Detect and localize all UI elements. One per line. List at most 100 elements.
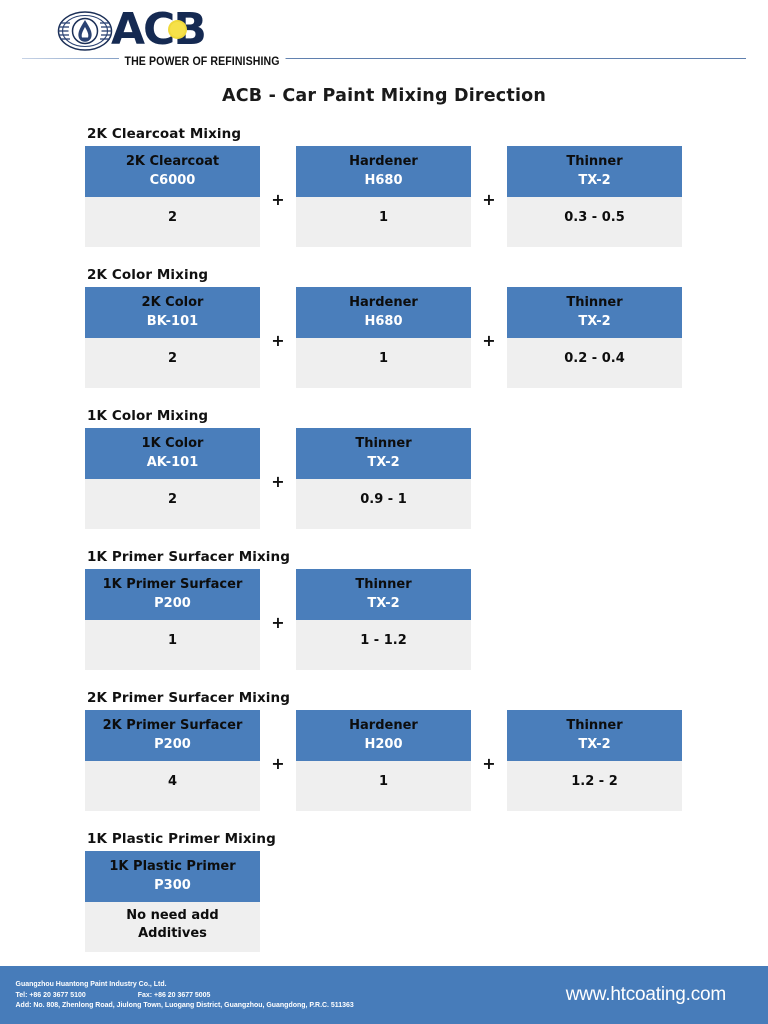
plus-separator-icon: + <box>482 331 496 350</box>
card-row: 2K Primer Surfacer P200 4 + Hardener H20… <box>85 710 768 811</box>
card-ratio-value: 1 <box>167 633 178 648</box>
card-product-code: C6000 <box>149 173 196 188</box>
mix-card: Thinner TX-2 0.2 - 0.4 <box>507 287 682 388</box>
section-title: 1K Plastic Primer Mixing <box>87 831 276 847</box>
card-product-code: TX-2 <box>578 737 611 752</box>
card-product-name: Thinner <box>566 295 623 310</box>
plus-separator-icon: + <box>271 331 285 350</box>
footer-fax: Fax: +86 20 3677 5005 <box>137 989 211 999</box>
footer-website[interactable]: www.htcoating.com <box>565 984 726 1005</box>
card-product-name: 1K Primer Surfacer <box>102 577 243 592</box>
card-body: 2 <box>85 338 260 388</box>
card-body: 0.3 - 0.5 <box>507 197 682 247</box>
card-product-code: P200 <box>154 737 191 752</box>
card-product-name: Thinner <box>355 577 412 592</box>
card-ratio-value: 1 - 1.2 <box>360 633 407 648</box>
card-header: 2K Color BK-101 <box>85 287 260 338</box>
card-ratio-value-line2: Additives <box>138 926 207 941</box>
section-1k-color-mixing: 1K Color Mixing 1K Color AK-101 2 + Thin… <box>85 408 768 529</box>
card-product-code: H680 <box>364 314 403 329</box>
mix-card: Thinner TX-2 0.3 - 0.5 <box>507 146 682 247</box>
footer-company-name: Guangzhou Huantong Paint Industry Co., L… <box>15 979 167 989</box>
card-header: Hardener H680 <box>296 287 471 338</box>
logo-yellow-dot-icon <box>170 22 185 37</box>
card-ratio-value: 4 <box>167 774 178 789</box>
card-product-name: Hardener <box>349 295 418 310</box>
card-product-code: H680 <box>364 173 403 188</box>
card-row: 1K Plastic Primer P300 No need add Addit… <box>85 851 768 952</box>
mix-card: Thinner TX-2 1 - 1.2 <box>296 569 471 670</box>
card-body: 4 <box>85 761 260 811</box>
mix-card: 2K Clearcoat C6000 2 <box>85 146 260 247</box>
card-body: No need add Additives <box>85 902 260 952</box>
card-ratio-value: 1.2 - 2 <box>571 774 618 789</box>
card-row: 2K Color BK-101 2 + Hardener H680 1 + <box>85 287 768 388</box>
section-1k-plastic-primer-mixing: 1K Plastic Primer Mixing 1K Plastic Prim… <box>85 831 768 952</box>
card-body: 1 - 1.2 <box>296 620 471 670</box>
card-product-code: TX-2 <box>578 173 611 188</box>
card-header: Thinner TX-2 <box>507 710 682 761</box>
card-ratio-value: 0.3 - 0.5 <box>564 210 625 225</box>
plus-separator-icon: + <box>482 754 496 773</box>
card-product-code: TX-2 <box>578 314 611 329</box>
footer-phone-line: Tel: +86 20 3677 5100 Fax: +86 20 3677 5… <box>16 990 549 1001</box>
card-body: 2 <box>85 197 260 247</box>
page-title: ACB - Car Paint Mixing Direction <box>221 86 547 106</box>
card-body: 1.2 - 2 <box>507 761 682 811</box>
card-ratio-value: 0.9 - 1 <box>360 492 407 507</box>
header-divider-rule <box>22 58 746 59</box>
card-body: 1 <box>296 761 471 811</box>
card-product-name: 2K Clearcoat <box>125 154 220 169</box>
card-header: 1K Color AK-101 <box>85 428 260 479</box>
card-row: 2K Clearcoat C6000 2 + Hardener H680 1 + <box>85 146 768 247</box>
card-ratio-value: 0.2 - 0.4 <box>564 351 625 366</box>
section-title: 2K Clearcoat Mixing <box>87 126 242 142</box>
footer-address: Add: No. 808, Zhenlong Road, Jiulong Tow… <box>15 1000 354 1010</box>
card-product-name: 1K Plastic Primer <box>109 859 236 874</box>
card-product-code: TX-2 <box>367 455 400 470</box>
plus-separator-icon: + <box>271 190 285 209</box>
mix-card: Hardener H680 1 <box>296 287 471 388</box>
card-ratio-value: 2 <box>167 210 178 225</box>
card-product-name: Thinner <box>566 154 623 169</box>
card-product-name: Thinner <box>566 718 623 733</box>
logo-tagline: THE POWER OF REFINISHING <box>119 56 286 68</box>
footer-contact-block: Guangzhou Huantong Paint Industry Co., L… <box>0 979 549 1011</box>
card-product-code: P200 <box>154 596 191 611</box>
section-title: 1K Color Mixing <box>87 408 209 424</box>
acb-emblem-icon <box>57 11 113 51</box>
mix-card: 1K Plastic Primer P300 No need add Addit… <box>85 851 260 952</box>
card-header: Thinner TX-2 <box>296 428 471 479</box>
mix-card: 2K Color BK-101 2 <box>85 287 260 388</box>
card-header: Hardener H680 <box>296 146 471 197</box>
mixing-sections: 2K Clearcoat Mixing 2K Clearcoat C6000 2… <box>0 126 768 952</box>
card-ratio-value: 1 <box>378 351 389 366</box>
card-body: 0.2 - 0.4 <box>507 338 682 388</box>
card-product-name: Thinner <box>355 436 412 451</box>
plus-separator-icon: + <box>271 472 285 491</box>
section-2k-primer-surfacer-mixing: 2K Primer Surfacer Mixing 2K Primer Surf… <box>85 690 768 811</box>
card-row: 1K Color AK-101 2 + Thinner TX-2 0.9 - 1 <box>85 428 768 529</box>
card-product-code: BK-101 <box>146 314 199 329</box>
card-ratio-value: 1 <box>378 774 389 789</box>
card-header: 2K Primer Surfacer P200 <box>85 710 260 761</box>
plus-separator-icon: + <box>482 190 496 209</box>
card-header: 1K Plastic Primer P300 <box>85 851 260 902</box>
card-product-name: 2K Color <box>141 295 204 310</box>
card-product-code: AK-101 <box>146 455 199 470</box>
card-product-name: Hardener <box>349 718 418 733</box>
page-footer: Guangzhou Huantong Paint Industry Co., L… <box>0 966 768 1024</box>
card-header: Thinner TX-2 <box>507 146 682 197</box>
mix-card: Hardener H680 1 <box>296 146 471 247</box>
card-product-name: 1K Color <box>141 436 204 451</box>
card-body: 0.9 - 1 <box>296 479 471 529</box>
card-ratio-value: 1 <box>378 210 389 225</box>
section-1k-primer-surfacer-mixing: 1K Primer Surfacer Mixing 1K Primer Surf… <box>85 549 768 670</box>
card-body: 1 <box>296 338 471 388</box>
card-body: 1 <box>296 197 471 247</box>
mix-card: 2K Primer Surfacer P200 4 <box>85 710 260 811</box>
card-header: Hardener H200 <box>296 710 471 761</box>
card-ratio-value: 2 <box>167 492 178 507</box>
card-header: Thinner TX-2 <box>296 569 471 620</box>
mix-card: 1K Color AK-101 2 <box>85 428 260 529</box>
